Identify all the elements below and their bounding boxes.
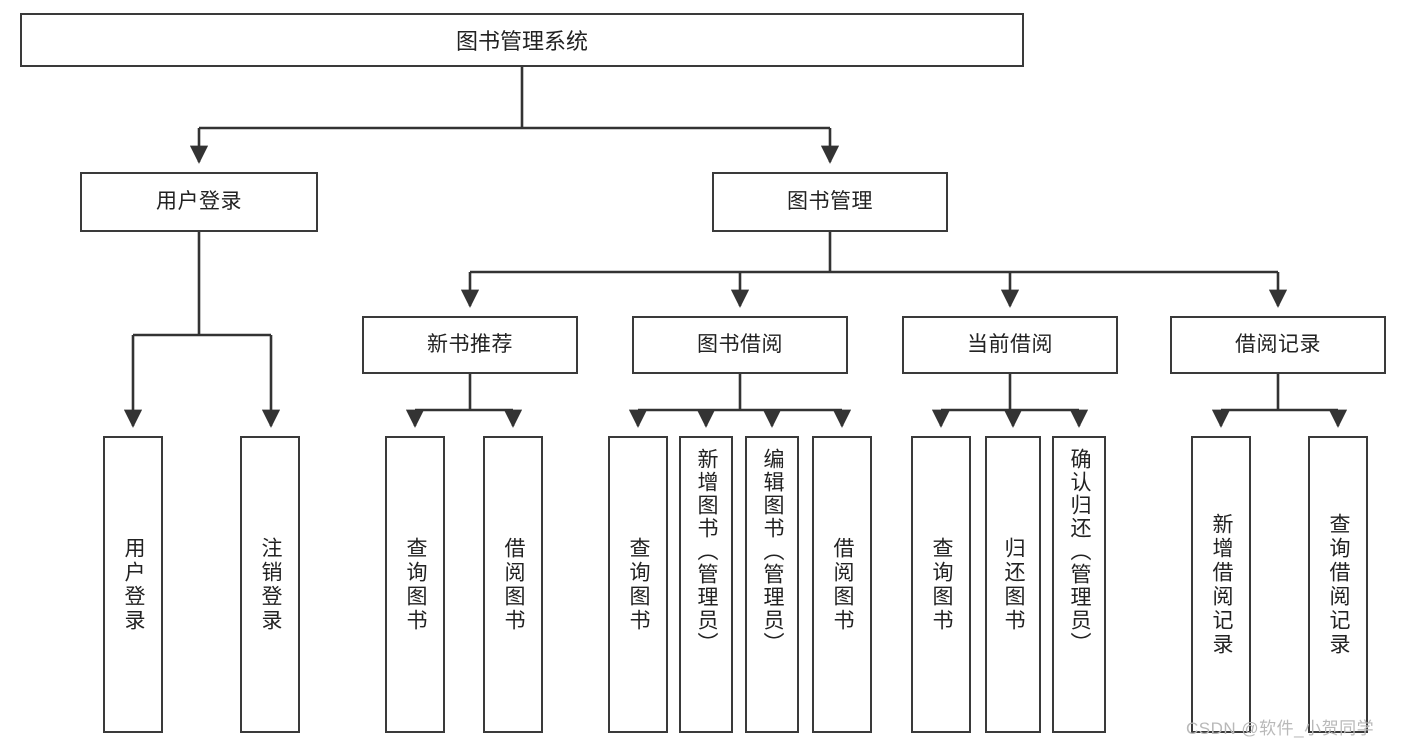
node-leaf-logout[interactable]: 注销登录: [240, 436, 300, 733]
node-leaf-logout-label: 注销登录: [259, 536, 283, 633]
node-leaf-edit-book-label: 编辑图书（管理员）: [761, 448, 785, 655]
node-leaf-query-book-1[interactable]: 查询图书: [385, 436, 445, 733]
node-leaf-user-login-label: 用户登录: [122, 536, 146, 633]
node-leaf-return-book[interactable]: 归还图书: [985, 436, 1041, 733]
node-root[interactable]: 图书管理系统: [20, 13, 1024, 67]
node-leaf-borrow-book-1[interactable]: 借阅图书: [483, 436, 543, 733]
node-leaf-confirm-return[interactable]: 确认归还（管理员）: [1052, 436, 1106, 733]
node-leaf-add-record-label: 新增借阅记录: [1210, 512, 1234, 657]
node-borrow-record-label: 借阅记录: [1235, 333, 1321, 357]
node-user-login-label: 用户登录: [156, 190, 242, 214]
node-leaf-edit-book[interactable]: 编辑图书（管理员）: [745, 436, 799, 733]
node-new-book-recommend[interactable]: 新书推荐: [362, 316, 578, 374]
node-root-label: 图书管理系统: [455, 29, 588, 54]
node-leaf-query-book-3-label: 查询图书: [930, 536, 954, 633]
node-leaf-query-book-2[interactable]: 查询图书: [608, 436, 668, 733]
node-book-borrow[interactable]: 图书借阅: [632, 316, 848, 374]
csdn-watermark: CSDN @软件_小贺同学: [1186, 719, 1375, 738]
node-leaf-borrow-book-2-label: 借阅图书: [831, 536, 855, 633]
node-leaf-query-record-label: 查询借阅记录: [1327, 512, 1351, 657]
node-borrow-record[interactable]: 借阅记录: [1170, 316, 1386, 374]
node-book-borrow-label: 图书借阅: [697, 333, 783, 357]
node-book-manage-label: 图书管理: [787, 190, 873, 214]
node-leaf-user-login[interactable]: 用户登录: [103, 436, 163, 733]
node-leaf-query-book-2-label: 查询图书: [627, 536, 651, 633]
node-leaf-add-record[interactable]: 新增借阅记录: [1191, 436, 1251, 733]
node-leaf-add-book-label: 新增图书（管理员）: [695, 448, 719, 655]
node-current-borrow[interactable]: 当前借阅: [902, 316, 1118, 374]
node-current-borrow-label: 当前借阅: [967, 333, 1053, 357]
node-leaf-borrow-book-2[interactable]: 借阅图书: [812, 436, 872, 733]
node-leaf-query-record[interactable]: 查询借阅记录: [1308, 436, 1368, 733]
node-leaf-return-book-label: 归还图书: [1002, 536, 1026, 633]
node-new-book-recommend-label: 新书推荐: [427, 333, 513, 357]
node-book-manage[interactable]: 图书管理: [712, 172, 948, 232]
node-leaf-add-book[interactable]: 新增图书（管理员）: [679, 436, 733, 733]
node-leaf-borrow-book-1-label: 借阅图书: [502, 536, 526, 633]
node-leaf-confirm-return-label: 确认归还（管理员）: [1068, 448, 1092, 655]
node-leaf-query-book-3[interactable]: 查询图书: [911, 436, 971, 733]
node-user-login[interactable]: 用户登录: [80, 172, 318, 232]
node-leaf-query-book-1-label: 查询图书: [404, 536, 428, 633]
